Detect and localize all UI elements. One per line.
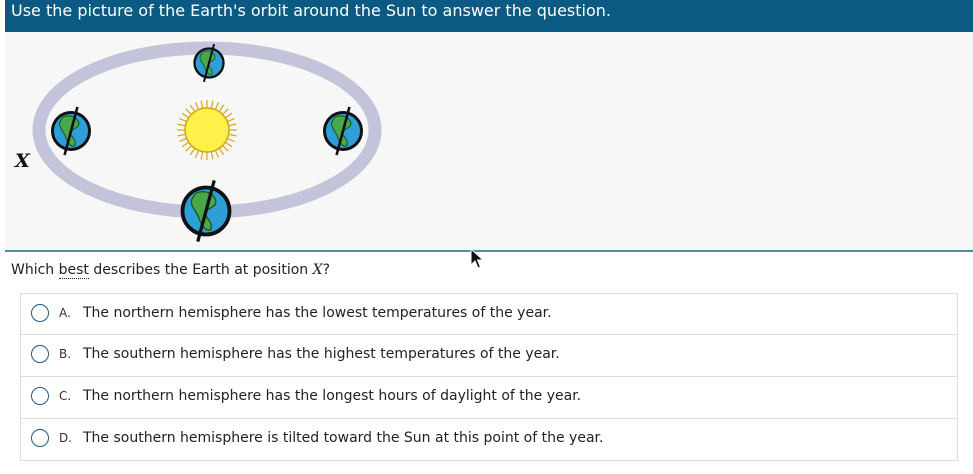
question-emphasis[interactable]: best (58, 262, 89, 279)
choice-text: The southern hemisphere is tilted toward… (83, 430, 604, 446)
choice-letter: A. (59, 306, 71, 320)
question-text: Which best describes the Earth at positi… (11, 262, 331, 279)
choice-text: The northern hemisphere has the longest … (83, 388, 582, 404)
choice-a[interactable]: A. The northern hemisphere has the lowes… (20, 293, 958, 335)
choice-c[interactable]: C. The northern hemisphere has the longe… (20, 377, 958, 419)
orbit-diagram (32, 41, 382, 244)
instruction-banner: Use the picture of the Earth's orbit aro… (5, 0, 973, 32)
radio-icon[interactable] (31, 429, 49, 447)
sun-icon (177, 100, 237, 160)
question-middle: describes the Earth at position (88, 262, 313, 278)
earth-icon-left (51, 105, 91, 157)
choice-text: The southern hemisphere has the highest … (83, 346, 560, 362)
position-x-label: X (15, 150, 30, 172)
answer-choices: A. The northern hemisphere has the lowes… (20, 293, 958, 461)
earth-icon-bottom (180, 178, 232, 244)
orbit-figure-panel: X (5, 32, 973, 250)
left-edge (0, 0, 5, 474)
earth-icon-right (323, 105, 363, 157)
question-suffix: ? (322, 262, 331, 278)
figure-divider (5, 250, 973, 252)
radio-icon[interactable] (31, 304, 49, 322)
choice-b[interactable]: B. The southern hemisphere has the highe… (20, 335, 958, 377)
instruction-text: Use the picture of the Earth's orbit aro… (11, 1, 611, 20)
choice-d[interactable]: D. The southern hemisphere is tilted tow… (20, 419, 958, 461)
question-variable: X (312, 262, 323, 278)
choice-letter: B. (59, 347, 72, 361)
choice-letter: C. (59, 389, 72, 403)
question-prefix: Which (11, 262, 59, 278)
mouse-cursor-icon (470, 248, 484, 269)
choice-letter: D. (59, 431, 73, 445)
radio-icon[interactable] (31, 387, 49, 405)
radio-icon[interactable] (31, 345, 49, 363)
choice-text: The northern hemisphere has the lowest t… (83, 305, 552, 321)
